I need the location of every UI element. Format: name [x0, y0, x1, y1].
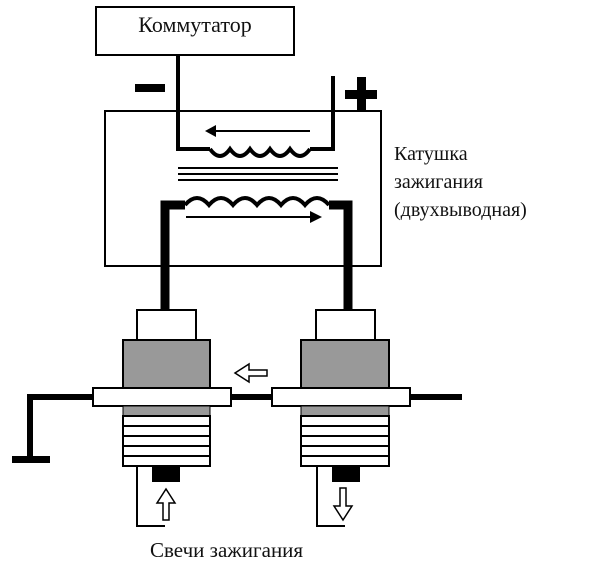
commutator-box: [95, 6, 295, 56]
coil-label-line-1: Катушка: [394, 143, 468, 165]
ground-symbol-icon: [12, 456, 50, 463]
secondary-current-arrow-icon: [186, 211, 322, 223]
secondary-wire-left: [160, 200, 185, 310]
spark-plug-right: [271, 309, 411, 527]
spark-plug-left: [92, 309, 232, 527]
ground-current-arrow-icon: [233, 362, 268, 384]
ignition-coil-label: Катушка зажигания (двухвыводная): [394, 140, 527, 224]
primary-current-arrow-icon: [205, 125, 310, 137]
transformer-core: [178, 167, 338, 181]
minus-sign-icon: [135, 84, 165, 92]
ground-wire: [27, 394, 92, 458]
coil-housing: [104, 110, 382, 267]
primary-circuit-wire: [176, 55, 335, 151]
spark-arrow-down-icon: [332, 487, 354, 522]
secondary-wire-right: [329, 200, 353, 310]
coil-label-line-3: (двухвыводная): [394, 199, 527, 221]
spark-arrow-up-icon: [155, 487, 177, 521]
commutator-label: Коммутатор: [138, 12, 252, 37]
secondary-winding: [183, 196, 331, 209]
plus-sign-icon: [345, 77, 377, 111]
coil-label-line-2: зажигания: [394, 171, 483, 193]
spark-plugs-label: Свечи зажигания: [150, 538, 304, 562]
primary-winding: [208, 145, 312, 158]
